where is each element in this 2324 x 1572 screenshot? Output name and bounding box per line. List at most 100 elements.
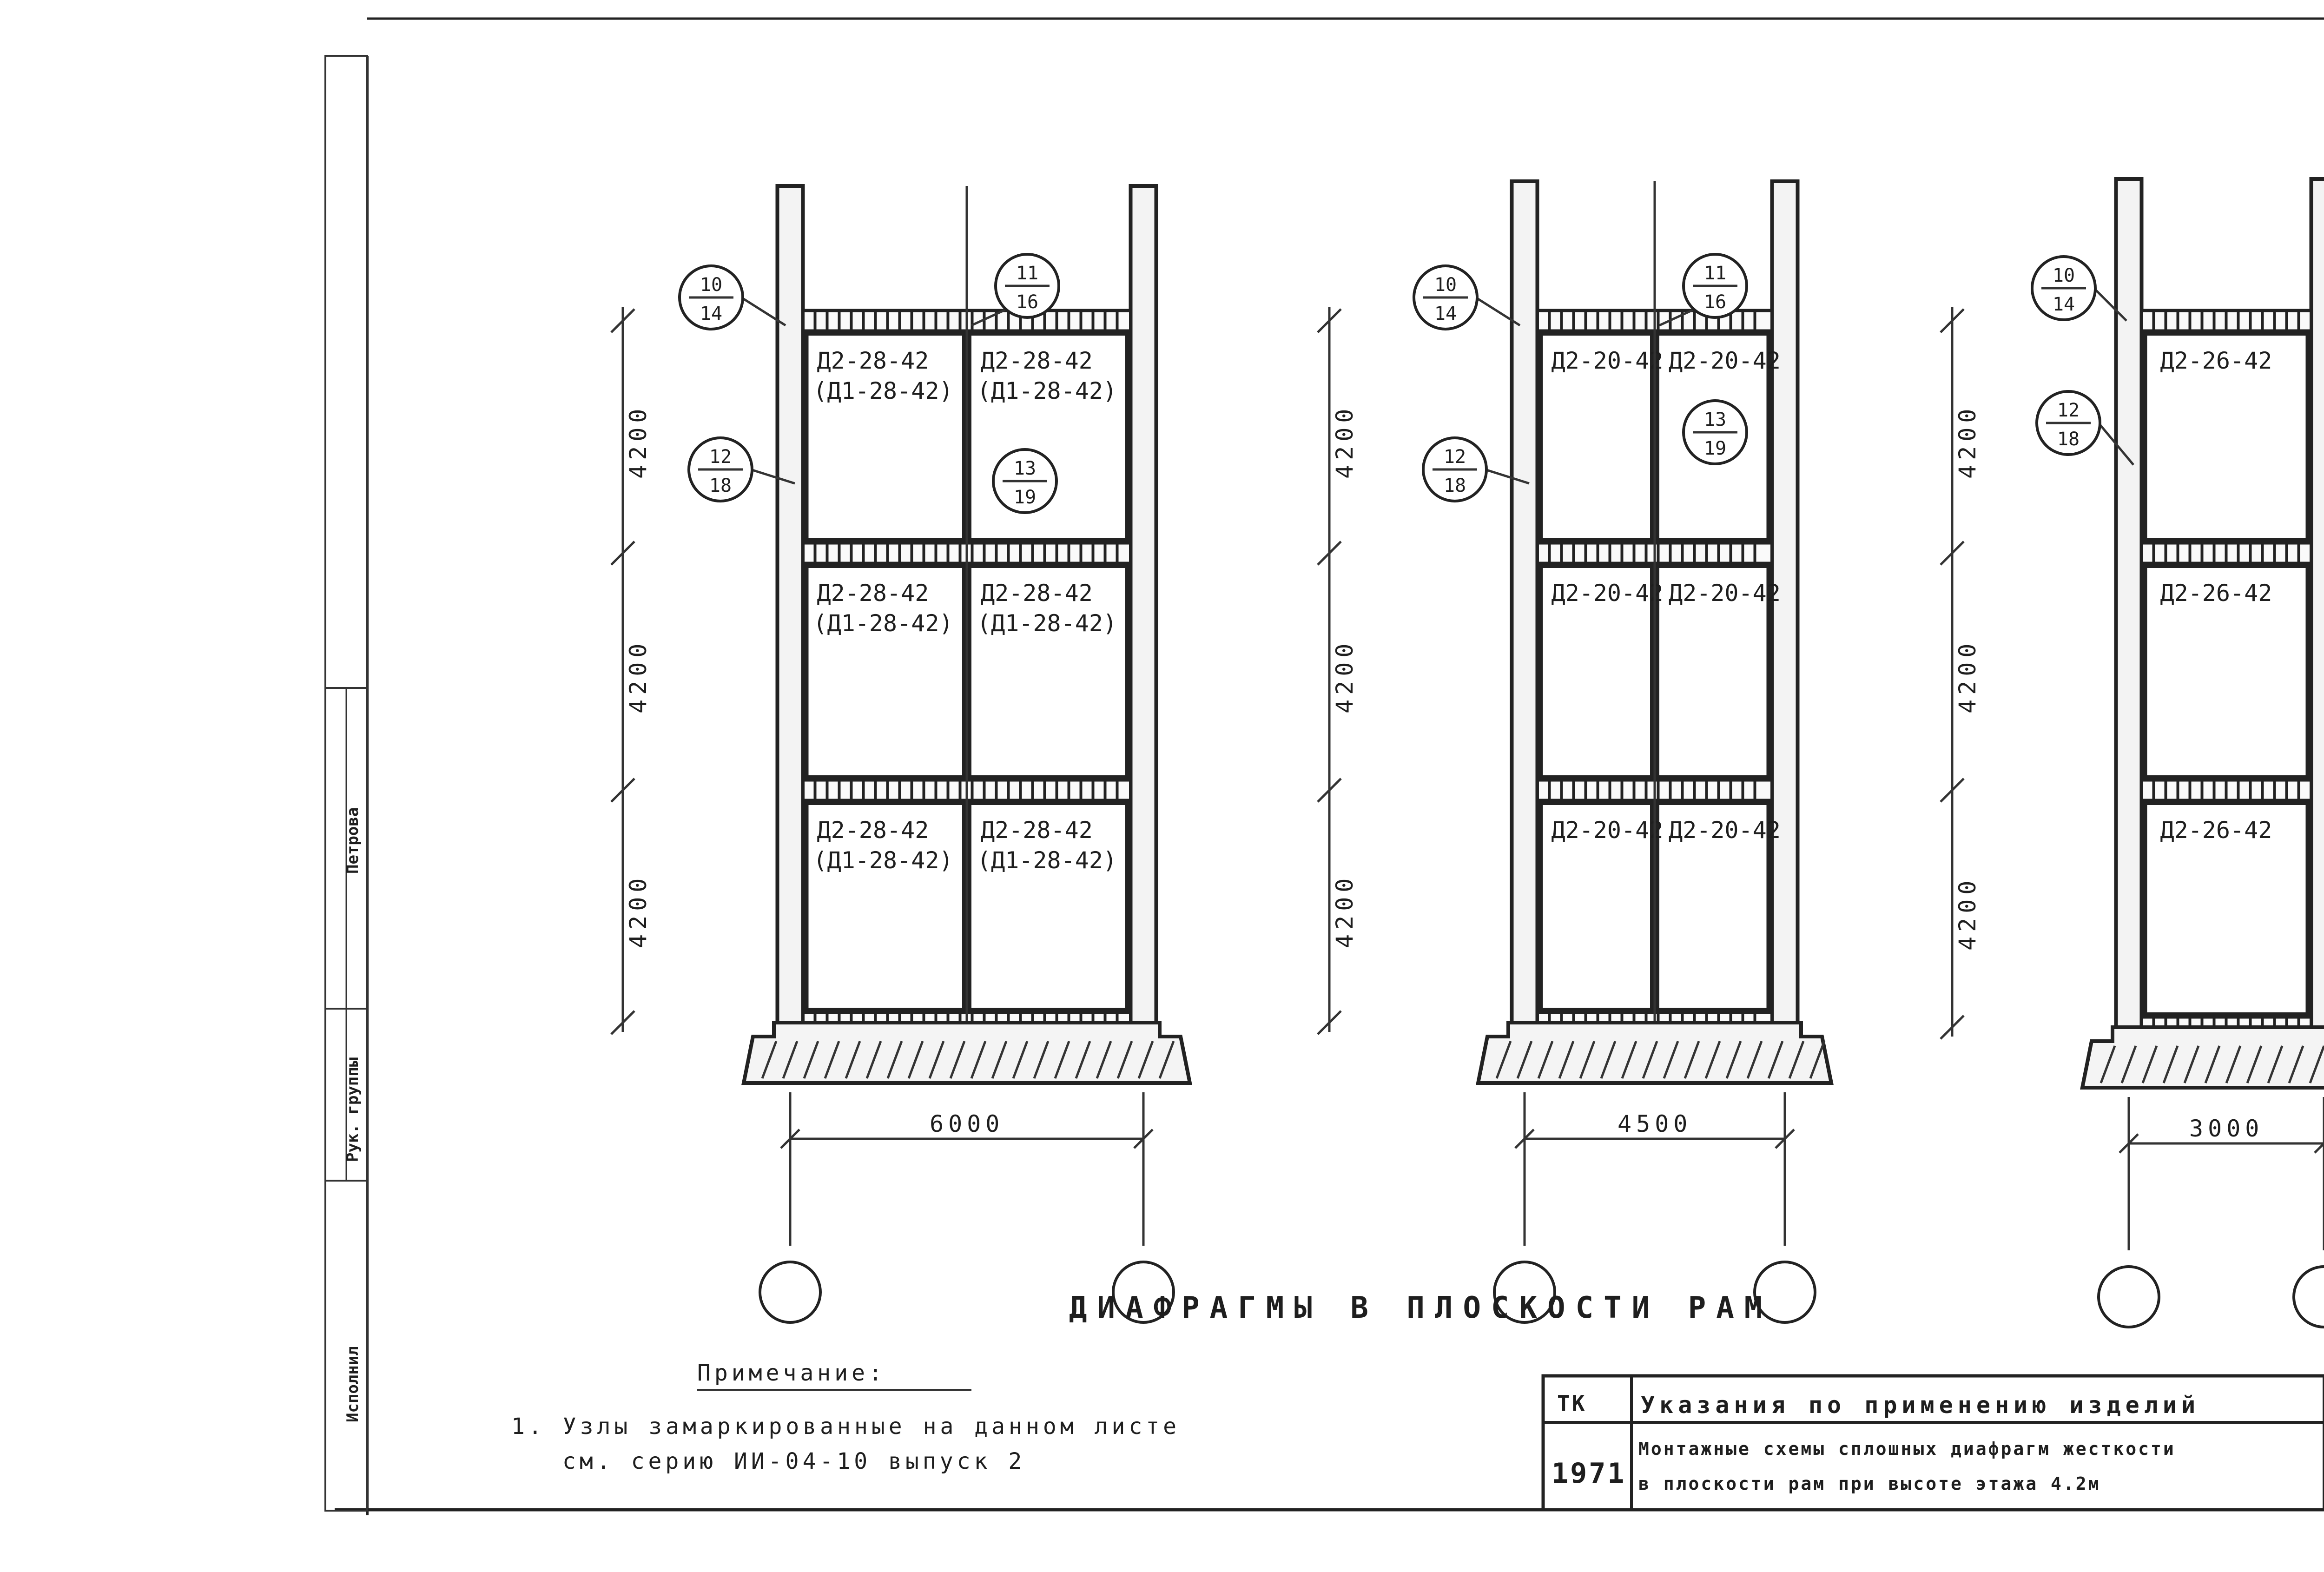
axis-bubble: [1112, 1261, 1175, 1324]
foundation: [2080, 1025, 2324, 1090]
hatch: [1663, 1041, 1679, 1079]
span-label: 3000: [2189, 1115, 2264, 1142]
hatch: [2162, 1045, 2179, 1083]
callout-bottom: 18: [1444, 475, 1466, 496]
hatch: [1579, 1041, 1596, 1079]
hatch: [2225, 1045, 2242, 1083]
hatch: [1012, 1041, 1029, 1079]
callout-top: 12: [709, 446, 732, 468]
leader-line: [740, 296, 786, 327]
panel-mark: Д2-28-42: [981, 817, 1093, 844]
hatch: [1033, 1041, 1050, 1079]
left-column: [775, 184, 805, 1043]
storey-height-label: 4200: [625, 404, 652, 479]
hatch: [2204, 1045, 2221, 1083]
diaphragm-panel: [1539, 801, 1654, 1011]
side-role-3: Исполнил: [343, 1346, 362, 1422]
dimension-tick: [610, 1010, 635, 1035]
diaphragm-panel: [968, 564, 1129, 779]
hatch: [1788, 1041, 1805, 1079]
right-column: [2309, 177, 2324, 1048]
dimension-tick: [1940, 1015, 1965, 1040]
leader-line: [2098, 422, 2134, 466]
leader-line: [1475, 296, 1521, 327]
hatch: [2120, 1045, 2137, 1083]
callout-top: 12: [2057, 400, 2080, 421]
diaphragm-panel: [1539, 564, 1654, 779]
diaphragm-panel: [1656, 801, 1770, 1011]
callout-bottom: 16: [1704, 291, 1726, 313]
panel-mark: Д2-28-42: [817, 347, 929, 374]
foundation: [741, 1021, 1192, 1085]
dimension-tick: [780, 1129, 800, 1149]
dimension-tick: [610, 308, 635, 333]
dimension-tick: [1940, 308, 1965, 333]
dimension-tick: [2314, 1142, 2324, 1154]
hatch: [2100, 1045, 2116, 1083]
panel-mark-alt: (Д1-28-42): [977, 847, 1117, 874]
hatch: [761, 1041, 778, 1079]
callout-bottom: 19: [1704, 438, 1726, 459]
callout-top: 10: [700, 274, 722, 296]
frames-layer: Д2-28-42 (Д1-28-42) Д2-28-42 (Д1-28-42) Д2-2…: [610, 177, 2324, 1328]
diaphragm-panel: [805, 332, 966, 542]
hatch: [1116, 1041, 1133, 1079]
storey-height-label: 4200: [1954, 876, 1981, 951]
hatch: [1075, 1041, 1091, 1079]
right-column: [1770, 179, 1800, 1043]
panel-mark-alt: (Д1-28-42): [977, 377, 1117, 404]
diaphragm-panel: [2143, 801, 2310, 1016]
dimension-tick: [2119, 1133, 2139, 1154]
panel-mark: Д2-28-42: [817, 580, 929, 607]
hatch: [928, 1041, 945, 1079]
axis-bubble: [2097, 1265, 2160, 1328]
hatch: [1725, 1041, 1742, 1079]
storey-height-label: 4200: [625, 874, 652, 948]
hatch: [1809, 1041, 1826, 1079]
callout-top: 11: [1016, 263, 1038, 284]
hatch: [907, 1041, 924, 1079]
hatch: [865, 1041, 882, 1079]
panel-mark: Д2-20-42: [1669, 580, 1781, 607]
hatch: [970, 1041, 987, 1079]
drawing-title: ДИАФРАГМЫ В ПЛОСКОСТИ РАМ: [1069, 1291, 1772, 1325]
panel-mark: Д2-26-42: [2160, 817, 2272, 844]
panel-mark: Д2-26-42: [2160, 347, 2272, 374]
dimension-tick: [610, 541, 635, 566]
frame-3: Д2-26-42Д2-26-42Д2-26-424200420042003000…: [1940, 177, 2324, 1328]
hatch: [803, 1041, 819, 1079]
side-role-2: Петрова: [343, 807, 362, 874]
hatch: [782, 1041, 799, 1079]
diaphragm-panel: [805, 801, 966, 1011]
right-column: [1129, 184, 1158, 1043]
hatch: [1537, 1041, 1554, 1079]
leader-line: [1485, 468, 1530, 485]
hatch: [1704, 1041, 1721, 1079]
frame-1: Д2-28-42 (Д1-28-42) Д2-28-42 (Д1-28-42) Д2-2…: [610, 184, 1192, 1324]
diaphragm-panel: [1539, 332, 1654, 542]
storey-height-label: 4200: [625, 639, 652, 713]
callout-top: 10: [2053, 265, 2075, 286]
note-line-1: 1. Узлы замаркированные на данном листе: [511, 1413, 1180, 1440]
diaphragm-panel: [1656, 564, 1770, 779]
axis-bubble: [1493, 1261, 1556, 1324]
dimension-tick: [1317, 541, 1342, 566]
callout-bottom: 18: [2057, 429, 2080, 450]
left-column: [1510, 179, 1539, 1043]
callout-top: 13: [1014, 458, 1036, 479]
title-block-year: 1971: [1552, 1457, 1626, 1490]
foundation: [1476, 1021, 1834, 1085]
callout-bottom: 16: [1016, 291, 1038, 313]
dimension-tick: [1775, 1129, 1795, 1149]
panel-mark-alt: (Д1-28-42): [813, 847, 953, 874]
dimension-tick: [1133, 1129, 1154, 1149]
hatch: [2288, 1045, 2304, 1083]
hatch: [1600, 1041, 1617, 1079]
